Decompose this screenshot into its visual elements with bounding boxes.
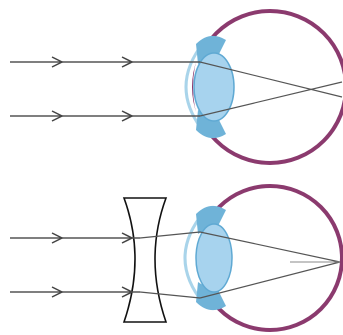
corrected-eye-panel [10,186,342,330]
myopic-eye-panel [10,11,343,163]
concave-lens [124,198,166,322]
crystalline-lens [196,224,232,292]
crystalline-lens [194,53,234,121]
